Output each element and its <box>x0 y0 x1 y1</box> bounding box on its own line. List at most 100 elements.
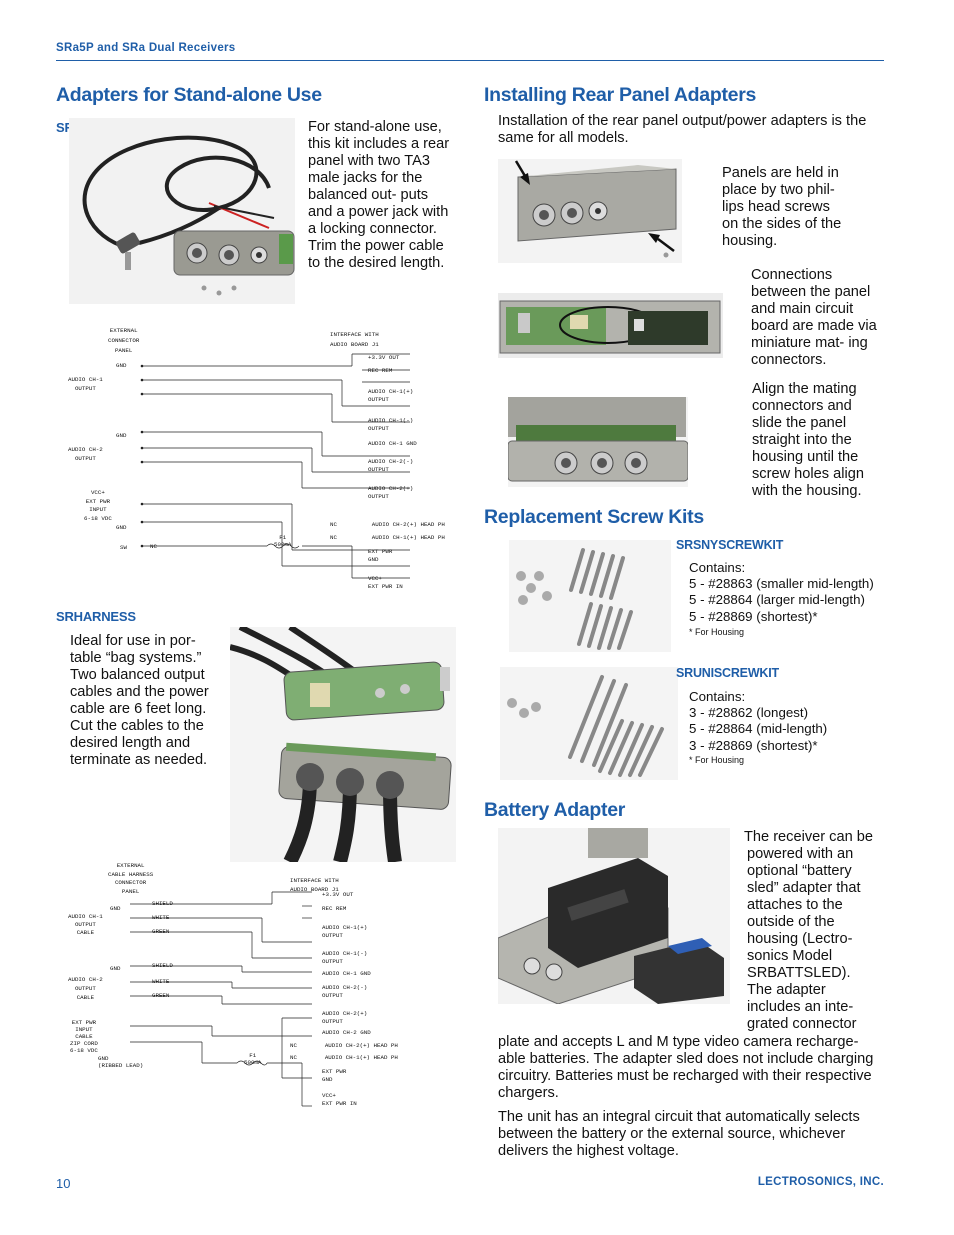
screwkit1-contains: Contains: <box>689 560 746 575</box>
sch2-ch1-out: OUTPUT <box>74 921 96 928</box>
sch1-ch1-out: OUTPUT <box>74 385 96 392</box>
sch2-r-4: AUDIO CH-1(-) <box>322 950 368 957</box>
battery-line-3: optional “battery <box>747 863 852 879</box>
srharness-photo <box>230 627 456 862</box>
sch2-r-1: REC REM <box>322 904 347 912</box>
section-heading-screws: Replacement Screw Kits <box>484 506 704 528</box>
sch1-r-15: VCC+ <box>368 575 382 582</box>
sch1-ch2: AUDIO CH-2 <box>68 446 103 453</box>
sch1-ch2-out: OUTPUT <box>74 455 96 462</box>
sch2-r-6: AUDIO CH-1 GND <box>322 970 371 977</box>
sch2-gnd-3: GND <box>98 1055 109 1062</box>
section-heading-battery: Battery Adapter <box>484 799 626 821</box>
sch2-vdc: 6-18 VDC <box>70 1047 98 1054</box>
schematic-srharness: EXTERNAL CABLE HARNESS CONNECTOR PANEL I… <box>62 858 462 1118</box>
sch1-r-0: +3.3V OUT <box>368 354 400 361</box>
battery-line-9: SRBATTSLED). <box>747 965 851 981</box>
sch2-r-7: AUDIO CH-2(-) <box>322 984 368 991</box>
sch2-wire-3: GREEN <box>152 928 170 935</box>
header-rule <box>56 60 884 61</box>
sch1-r-14: GND <box>368 556 379 564</box>
sch2-r-3: OUTPUT <box>322 932 343 939</box>
sch1-vdc: 6-18 VDC <box>84 514 112 522</box>
section-heading-install: Installing Rear Panel Adapters <box>484 84 757 106</box>
sch2-fuse: F1 <box>249 1052 257 1059</box>
sch2-gnd-2: GND <box>110 965 121 972</box>
sch1-input: INPUT <box>89 506 107 513</box>
install-photo-1 <box>498 159 682 263</box>
sch2-ribbed: (RIBBED LEAD) <box>98 1062 144 1069</box>
battery-line-11: includes an inte- <box>747 999 854 1015</box>
screwkit1-note: * For Housing <box>689 627 745 637</box>
screwkit1-item-3: 5 - #28869 (shortest)* <box>689 608 818 624</box>
sch1-gnd-3: GND <box>116 524 127 531</box>
section-heading-standalone: Adapters for Stand-alone Use <box>56 84 322 106</box>
sch1-r-8: OUTPUT <box>368 466 389 474</box>
battery-photo <box>498 828 730 1004</box>
sch2-right-title-1: INTERFACE WITH <box>290 877 339 884</box>
sch2-left-title-2: CABLE HARNESS <box>108 870 154 878</box>
sch1-left-title-3: PANEL <box>114 347 133 354</box>
screwkit2-note: * For Housing <box>689 755 745 765</box>
battery-line-8: sonics Model <box>747 948 833 964</box>
screwkit2-photo <box>500 667 678 780</box>
srext-photo <box>69 118 295 304</box>
sch1-gnd-1: GND <box>116 362 127 369</box>
sch1-r-2: AUDIO CH-1(+) <box>368 388 414 395</box>
battery-line-12: grated connector <box>747 1016 857 1032</box>
screwkit2-contains: Contains: <box>689 689 746 704</box>
sch2-wire-6: GREEN <box>152 992 170 999</box>
sch2-r-13: AUDIO CH-1(+) HEAD PH <box>324 1053 398 1061</box>
battery-paragraph-cont: plate and accepts L and M type video cam… <box>498 1034 874 1101</box>
sch1-nc-2: NC <box>330 533 337 541</box>
screwkit2-label: SRUNISCREWKIT <box>676 666 779 680</box>
sch1-r-5: OUTPUT <box>368 425 389 433</box>
sch2-r-11: AUDIO CH-2 GND <box>322 1029 371 1036</box>
sch2-wire-4: SHIELD <box>152 962 173 969</box>
sch2-r-17: EXT PWR IN <box>322 1100 357 1107</box>
sch1-r-10: OUTPUT <box>368 493 389 501</box>
sch2-wire-1: SHIELD <box>152 900 173 907</box>
battery-line-5: attaches to the <box>747 897 843 913</box>
page-number: 10 <box>56 1176 71 1191</box>
sch2-zip: ZIP CORD <box>70 1040 98 1047</box>
sch1-right-title-1: INTERFACE WITH <box>330 331 379 338</box>
install-connections-text: Connections between the panel and main c… <box>751 267 877 368</box>
sch1-nc-sw: NC <box>150 543 157 550</box>
sch1-r-13: EXT PWR <box>368 548 393 555</box>
sch2-wire-5: WHITE <box>152 978 170 985</box>
sch2-ch1-cable: CABLE <box>76 929 95 936</box>
screwkit2-item-2: 5 - #28864 (mid-length) <box>689 721 828 737</box>
sch2-r-8: OUTPUT <box>322 992 343 999</box>
sch2-r-16: VCC+ <box>322 1092 336 1099</box>
battery-line-6: outside of the <box>747 914 835 930</box>
srharness-label: SRHARNESS <box>56 609 136 624</box>
battery-line-1: The receiver can be <box>744 829 873 845</box>
screwkit1-label: SRSNYSCREWKIT <box>676 538 784 552</box>
screwkit1-item-1: 5 - #28863 (smaller mid-length) <box>689 576 874 592</box>
sch1-fuse: F1 <box>279 534 287 541</box>
srharness-description: Ideal for use in por- table “bag systems… <box>70 633 209 768</box>
sch2-left-title-4: PANEL <box>121 887 140 895</box>
sch2-r-5: OUTPUT <box>322 958 343 965</box>
sch2-right-title-2: AUDIO BOARD J1 <box>290 886 339 893</box>
sch1-fuse-rating: 500mA <box>274 541 292 548</box>
sch1-left-title-2: CONNECTOR <box>108 337 140 344</box>
sch1-extpwr: EXT PWR <box>85 497 111 505</box>
screwkit2-item-3: 3 - #28869 (shortest)* <box>689 737 818 753</box>
battery-line-4: sled” adapter that <box>747 880 861 896</box>
battery-paragraph-2: The unit has an integral circuit that au… <box>498 1109 860 1159</box>
sch2-r-0: +3.3V OUT <box>322 891 354 898</box>
sch1-left-title-1: EXTERNAL <box>109 327 138 334</box>
sch2-nc-2: NC <box>290 1053 297 1061</box>
screwkit1-photo <box>509 540 671 652</box>
sch1-r-6: AUDIO CH-1 GND <box>368 440 417 447</box>
battery-line-7: housing (Lectro- <box>747 931 853 947</box>
schematic-srext: EXTERNAL CONNECTOR PANEL INTERFACE WITH … <box>62 322 462 602</box>
install-photo-2 <box>498 293 723 358</box>
sch2-r-14: EXT PWR <box>322 1068 347 1075</box>
sch2-ch2: AUDIO CH-2 <box>68 976 103 983</box>
sch1-r-9: AUDIO CH-2(+) <box>368 485 414 492</box>
sch1-r-3: OUTPUT <box>368 396 389 404</box>
sch1-r-7: AUDIO CH-2(-) <box>368 458 414 465</box>
